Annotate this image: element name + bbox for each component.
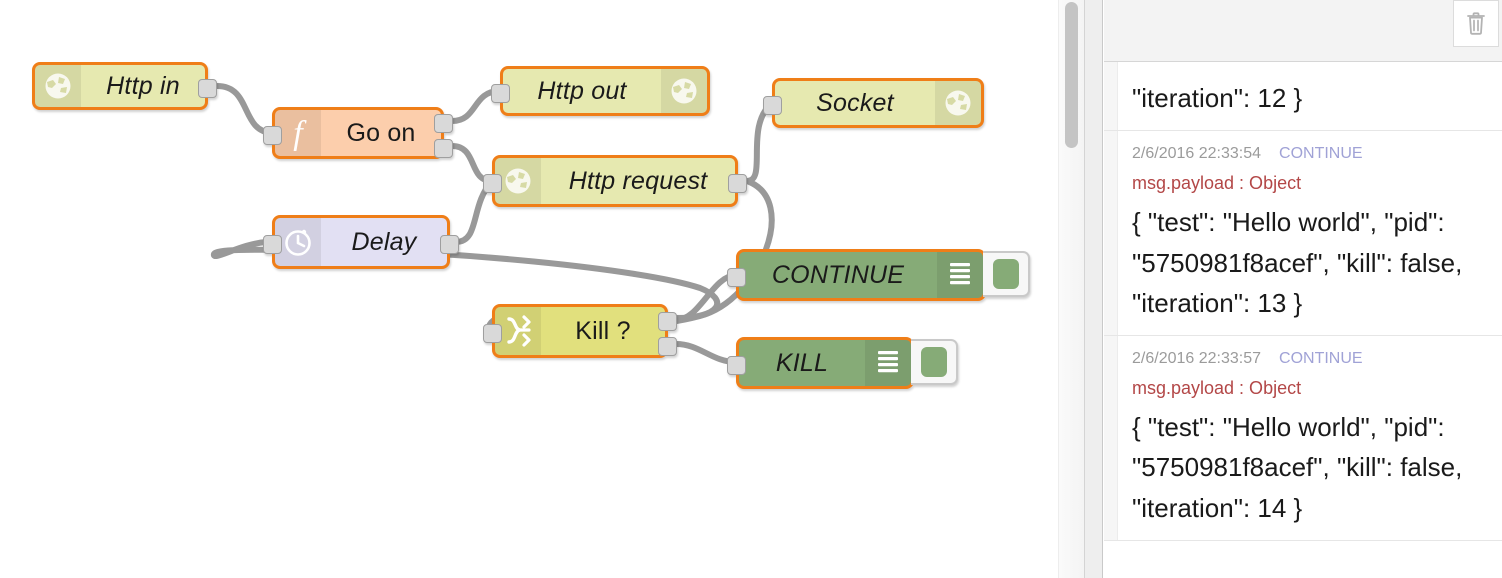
node-delay[interactable]: Delay	[263, 215, 459, 269]
node-label: Http request	[568, 166, 708, 195]
debug-enable-toggle[interactable]	[911, 339, 958, 385]
debug-payload: "iteration": 12 }	[1132, 83, 1303, 113]
input-port[interactable]	[727, 356, 746, 375]
flow-canvas[interactable]: Http in f Go on Http out	[0, 0, 1058, 578]
node-body: Kill ?	[541, 307, 665, 355]
globe-icon	[35, 65, 81, 107]
output-port-2[interactable]	[658, 337, 677, 356]
debug-source-node[interactable]: CONTINUE	[1279, 350, 1363, 368]
clock-icon	[275, 218, 321, 266]
debug-timestamp: 2/6/2016 22:33:54	[1132, 145, 1262, 163]
sidebar-panel: "iteration": 12 } 2/6/2016 22:33:54 CONT…	[1084, 0, 1502, 578]
canvas-vertical-scrollbar[interactable]	[1058, 0, 1084, 578]
output-port[interactable]	[728, 174, 747, 193]
globe-icon	[495, 158, 541, 204]
input-port[interactable]	[483, 324, 502, 343]
debug-message-meta: 2/6/2016 22:33:57 CONTINUE	[1132, 336, 1502, 378]
debug-property: msg.payload : Object	[1132, 173, 1302, 194]
scrollbar-thumb[interactable]	[1065, 2, 1078, 148]
node-http-request[interactable]: Http request	[483, 155, 747, 207]
toggle-indicator	[920, 347, 947, 377]
node-body: Delay	[321, 218, 447, 266]
debug-payload: { "test": "Hello world", "pid": "5750981…	[1132, 207, 1463, 318]
debug-message-meta: 2/6/2016 22:33:54 CONTINUE	[1132, 131, 1502, 173]
node-label: Kill ?	[575, 316, 631, 345]
node-label: Http out	[537, 76, 627, 105]
node-http-out[interactable]: Http out	[491, 66, 710, 116]
node-socket[interactable]: Socket	[763, 78, 984, 128]
debug-message-list[interactable]: "iteration": 12 } 2/6/2016 22:33:54 CONT…	[1104, 62, 1502, 578]
node-label: KILL	[775, 348, 829, 377]
input-port[interactable]	[263, 235, 282, 254]
node-debug-kill[interactable]: KILL	[727, 337, 958, 389]
node-label: Socket	[816, 88, 894, 117]
node-body: Http request	[541, 158, 735, 204]
output-port-1[interactable]	[434, 114, 453, 133]
node-go-on[interactable]: f Go on	[263, 107, 453, 159]
output-port[interactable]	[440, 235, 459, 254]
trash-glyph	[1467, 12, 1485, 35]
debug-message[interactable]: "iteration": 12 }	[1104, 62, 1502, 132]
input-port[interactable]	[763, 96, 782, 115]
toggle-indicator	[992, 259, 1019, 289]
debug-source-node[interactable]: CONTINUE	[1279, 145, 1363, 163]
node-debug-continue[interactable]: CONTINUE	[727, 249, 1030, 301]
debug-payload: { "test": "Hello world", "pid": "5750981…	[1132, 412, 1463, 523]
debug-enable-toggle[interactable]	[983, 251, 1030, 297]
node-body: Socket	[775, 81, 935, 125]
debug-timestamp: 2/6/2016 22:33:57	[1132, 350, 1262, 368]
debug-toolbar	[1104, 0, 1502, 62]
output-port-1[interactable]	[658, 312, 677, 331]
debug-panel: "iteration": 12 } 2/6/2016 22:33:54 CONT…	[1104, 0, 1502, 578]
node-label: Http in	[106, 71, 180, 100]
node-http-in[interactable]: Http in	[32, 62, 217, 110]
svg-text:f: f	[293, 115, 307, 151]
sidebar-tab-strip[interactable]	[1085, 0, 1103, 578]
node-label: Go on	[346, 118, 416, 147]
input-port[interactable]	[491, 84, 510, 103]
debug-message[interactable]: 2/6/2016 22:33:54 CONTINUE msg.payload :…	[1104, 131, 1502, 337]
globe-icon	[935, 81, 981, 125]
node-body: Http in	[81, 65, 205, 107]
output-port-2[interactable]	[434, 139, 453, 158]
node-label: CONTINUE	[771, 260, 905, 289]
debug-icon	[937, 252, 983, 298]
node-body: Http out	[503, 69, 661, 113]
output-port[interactable]	[198, 79, 217, 98]
input-port[interactable]	[727, 268, 746, 287]
trash-icon[interactable]	[1453, 0, 1499, 47]
node-kill-question[interactable]: Kill ?	[483, 304, 677, 358]
input-port[interactable]	[263, 126, 282, 145]
function-icon: f	[275, 110, 321, 156]
debug-message[interactable]: 2/6/2016 22:33:57 CONTINUE msg.payload :…	[1104, 336, 1502, 542]
switch-icon	[495, 307, 541, 355]
debug-icon	[865, 340, 911, 386]
node-body: KILL	[739, 340, 865, 386]
input-port[interactable]	[483, 174, 502, 193]
globe-icon	[661, 69, 707, 113]
node-body: CONTINUE	[739, 252, 937, 298]
debug-property: msg.payload : Object	[1132, 378, 1302, 399]
node-body: Go on	[321, 110, 441, 156]
node-label: Delay	[351, 227, 417, 256]
